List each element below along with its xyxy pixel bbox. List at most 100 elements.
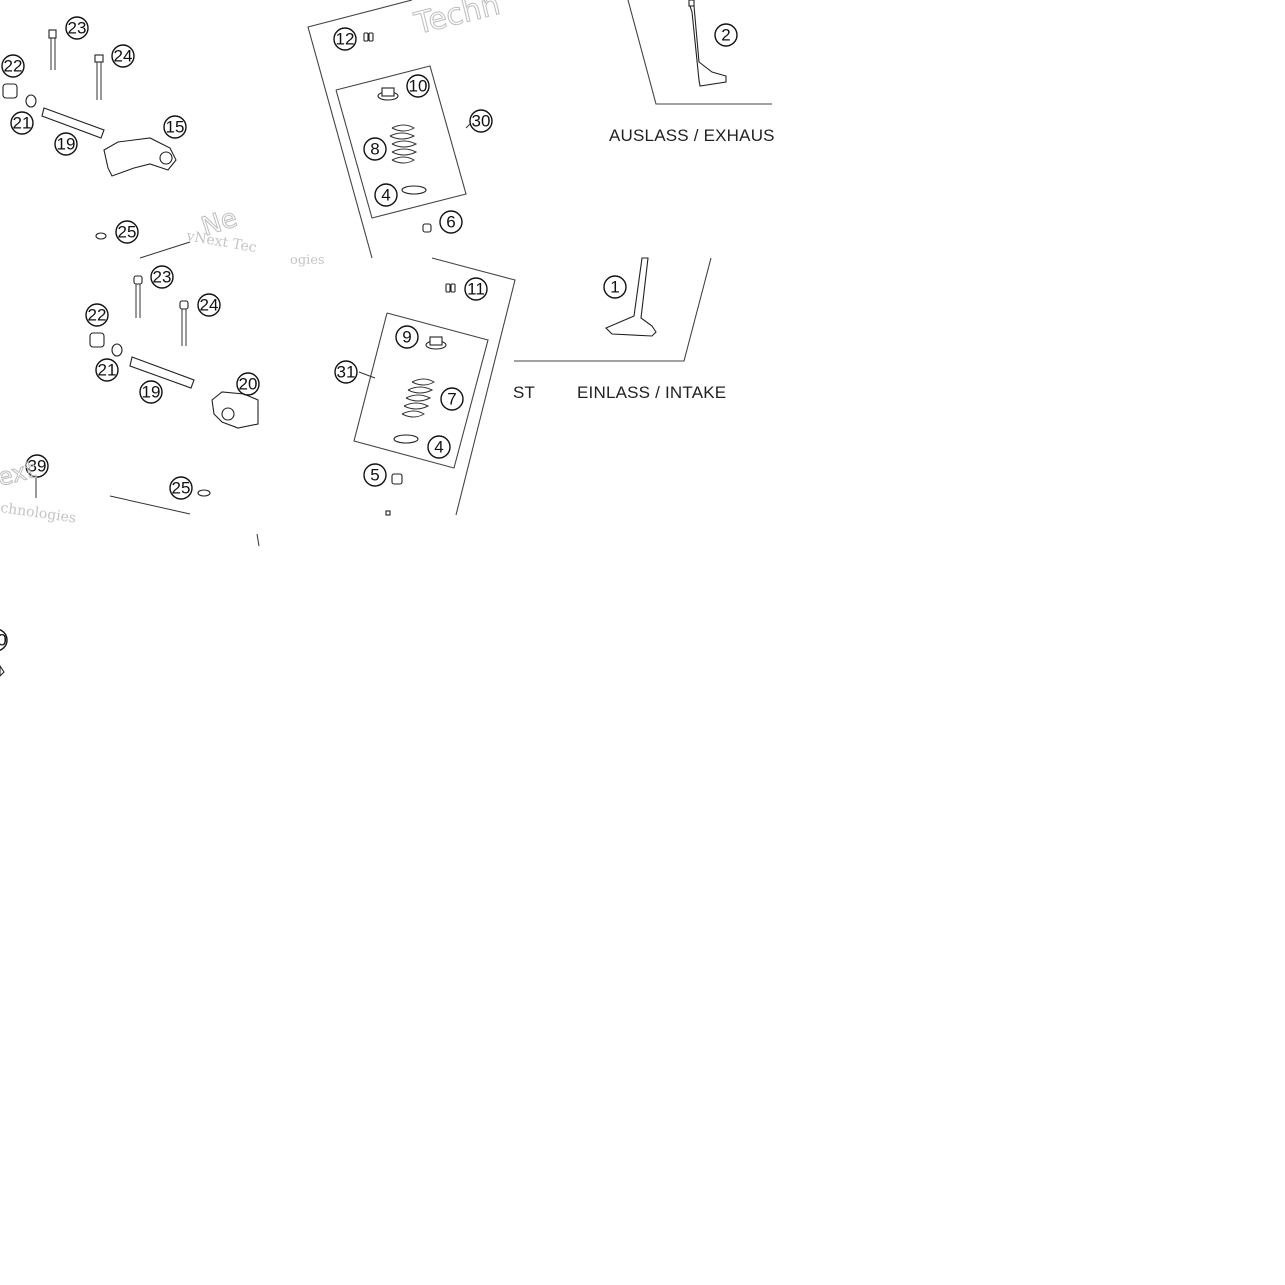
rocker-arm-intake-20 — [211, 391, 259, 429]
rocker-arm-exhaust-15 — [103, 137, 177, 177]
intake-spring-subframe — [353, 312, 489, 469]
callout-4-intake: 4 — [427, 435, 451, 459]
exhaust-valve-stem-seal — [422, 223, 432, 233]
callout-4-exhaust: 4 — [374, 183, 398, 207]
callout-8: 8 — [363, 137, 387, 161]
callout-7: 7 — [440, 387, 464, 411]
callout-39: 39 — [25, 454, 49, 478]
callout-23-upper: 23 — [65, 16, 89, 40]
svg-text:15: 15 — [166, 118, 185, 137]
svg-text:22: 22 — [88, 306, 107, 325]
svg-text:11: 11 — [467, 280, 485, 299]
svg-text:4: 4 — [381, 186, 390, 205]
watermark-chnologies: chnologies — [0, 500, 77, 526]
svg-text:1: 1 — [610, 278, 619, 297]
o-ring-lower-21 — [111, 343, 123, 357]
callout-15: 15 — [163, 115, 187, 139]
svg-text:20: 20 — [239, 375, 258, 394]
svg-text:12: 12 — [336, 30, 355, 49]
callout-20: 20 — [236, 372, 260, 396]
callout-23-lower: 23 — [150, 265, 174, 289]
callout-6: 6 — [439, 210, 463, 234]
callout-11: 11 — [464, 277, 488, 301]
exhaust-caption: AUSLASS / EXHAUS — [609, 126, 775, 145]
svg-text:21: 21 — [13, 114, 32, 133]
o-ring-upper-21 — [25, 94, 37, 108]
svg-text:5: 5 — [370, 466, 379, 485]
callout-24-upper: 24 — [111, 44, 135, 68]
intake-valve-stem-seal — [391, 473, 403, 485]
plug-upper-22 — [2, 83, 18, 99]
callout-25-lower: 25 — [169, 476, 193, 500]
callout-5: 5 — [363, 463, 387, 487]
intake-valve-spring — [401, 378, 435, 418]
svg-text:21: 21 — [98, 361, 117, 380]
exhaust-spring-subframe — [335, 65, 467, 219]
callout-19-lower: 19 — [139, 380, 163, 404]
edge-fragment: 0 — [0, 629, 8, 677]
callout-22-lower: 22 — [85, 303, 109, 327]
svg-text:23: 23 — [153, 268, 172, 287]
svg-text:24: 24 — [114, 47, 133, 66]
intake-valve-part — [605, 257, 657, 337]
svg-text:7: 7 — [447, 390, 456, 409]
callout-30: 30 — [469, 109, 493, 133]
exhaust-spring-group-frame — [307, 0, 413, 259]
svg-text:19: 19 — [57, 135, 76, 154]
callout-21-lower: 21 — [95, 358, 119, 382]
lower-strip: 11 9 31 7 4 5 1 23 24 22 21 19 20 25 39 … — [0, 253, 726, 547]
shim-lower-25 — [197, 489, 211, 497]
callout-9: 9 — [395, 325, 419, 349]
svg-text:30: 30 — [472, 112, 491, 131]
rocker-shaft-bolt-lower-23 — [133, 275, 143, 318]
svg-text:25: 25 — [172, 479, 191, 498]
intake-spring-retainer — [425, 336, 447, 350]
exhaust-valve-frame — [627, 0, 772, 105]
svg-text:22: 22 — [4, 57, 23, 76]
svg-text:31: 31 — [337, 363, 356, 382]
exhaust-spring-seat — [401, 185, 427, 195]
rocker-shaft-bolt-upper-24 — [94, 54, 104, 100]
callout-1: 1 — [603, 275, 627, 299]
svg-text:0: 0 — [0, 631, 7, 650]
exhaust-spring-retainer — [377, 87, 399, 101]
svg-text:19: 19 — [142, 383, 161, 402]
svg-text:9: 9 — [402, 328, 411, 347]
rocker-shaft-lower-19 — [129, 356, 195, 389]
svg-text:6: 6 — [446, 213, 455, 232]
rocker-shaft-bolt-upper-23 — [48, 29, 57, 70]
intake-valve-keepers — [445, 283, 456, 293]
intake-caption: EINLASS / INTAKE — [577, 383, 726, 402]
exhaust-valve-keepers — [363, 32, 374, 42]
exhaust-caption-fragment: ST — [513, 383, 535, 402]
svg-text:2: 2 — [721, 26, 730, 45]
callout-25-upper: 25 — [115, 220, 139, 244]
plug-lower-22 — [89, 332, 105, 348]
svg-text:24: 24 — [200, 296, 219, 315]
callout-21-upper: 21 — [10, 111, 34, 135]
watermark-ext: ext — [0, 455, 38, 491]
svg-text:10: 10 — [409, 77, 428, 96]
intake-valve-frame — [514, 257, 712, 362]
svg-text:39: 39 — [28, 457, 47, 476]
callout-31: 31 — [334, 360, 358, 384]
svg-text:8: 8 — [370, 140, 379, 159]
svg-text:4: 4 — [434, 438, 443, 457]
intake-spring-group-frame — [431, 257, 516, 516]
callout-10: 10 — [406, 74, 430, 98]
rocker-shaft-upper-19 — [41, 107, 105, 139]
rocker-shaft-bolt-lower-24 — [179, 300, 189, 346]
upper-strip: 12 10 30 8 4 6 2 23 24 22 21 19 15 25 AU… — [1, 0, 775, 259]
intake-spring-seat — [393, 434, 419, 444]
watermark-techn: Techn — [410, 0, 503, 42]
callout-2: 2 — [714, 23, 738, 47]
callout-19-upper: 19 — [54, 132, 78, 156]
callout-24-lower: 24 — [197, 293, 221, 317]
svg-text:23: 23 — [68, 19, 87, 38]
exhaust-valve-part — [688, 0, 727, 87]
shim-upper-25 — [95, 232, 107, 240]
callout-12: 12 — [333, 27, 357, 51]
svg-text:25: 25 — [118, 223, 137, 242]
watermark-ogies: ogies — [290, 253, 325, 268]
